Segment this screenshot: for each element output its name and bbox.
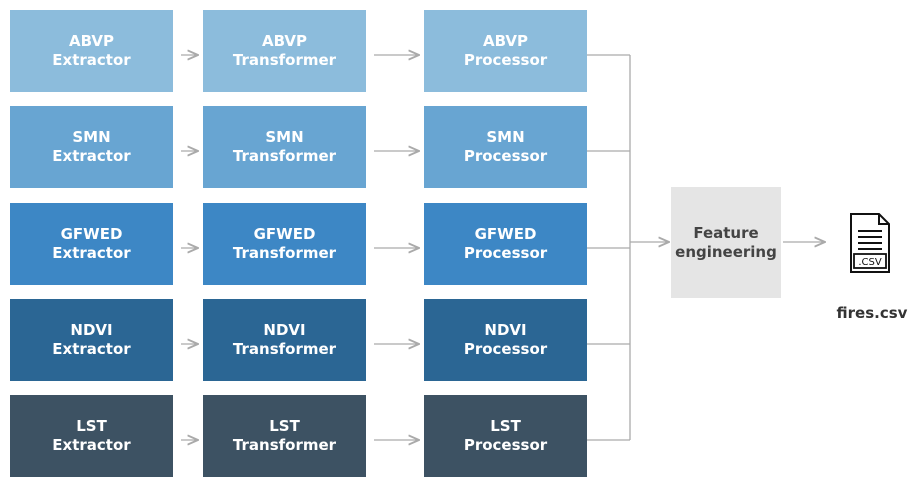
node-role-label: Extractor (52, 340, 131, 358)
node-source-label: LST (269, 417, 300, 435)
node-source-label: ABVP (261, 32, 308, 50)
node-role-label: Extractor (52, 244, 131, 262)
node-role-label: Transformer (232, 340, 337, 358)
output-file-label: fires.csv (836, 304, 908, 322)
node-source-label: ABVP (482, 32, 529, 50)
feature-engineering-label-line1: Feature (693, 223, 759, 242)
feature-engineering-box: Feature engineering (671, 187, 781, 298)
node-role-label: Extractor (52, 436, 131, 454)
node-source-label: NDVI (70, 321, 113, 339)
node-role-label: Processor (463, 340, 548, 358)
node-role-label: Processor (463, 244, 548, 262)
node-source-label: GFWED (253, 225, 316, 243)
node-source-label: SMN (486, 128, 525, 146)
node-source-label: NDVI (263, 321, 306, 339)
node-role-label: Transformer (232, 51, 337, 69)
csv-file-icon: .CSV (850, 213, 890, 273)
node-source-label: GFWED (474, 225, 537, 243)
node-role-label: Extractor (52, 147, 131, 165)
node-role-label: Processor (463, 436, 548, 454)
node-source-label: SMN (265, 128, 304, 146)
node-source-label: LST (76, 417, 107, 435)
node-source-label: LST (490, 417, 521, 435)
node-role-label: Extractor (52, 51, 131, 69)
node-source-label: GFWED (60, 225, 123, 243)
csv-icon-text: .CSV (858, 257, 882, 268)
node-source-label: NDVI (484, 321, 527, 339)
node-role-label: Transformer (232, 436, 337, 454)
node-role-label: Processor (463, 51, 548, 69)
feature-engineering-label-line2: engineering (675, 242, 777, 261)
node-role-label: Processor (463, 147, 548, 165)
node-source-label: SMN (72, 128, 111, 146)
node-role-label: Transformer (232, 147, 337, 165)
node-role-label: Transformer (232, 244, 337, 262)
node-source-label: ABVP (68, 32, 115, 50)
